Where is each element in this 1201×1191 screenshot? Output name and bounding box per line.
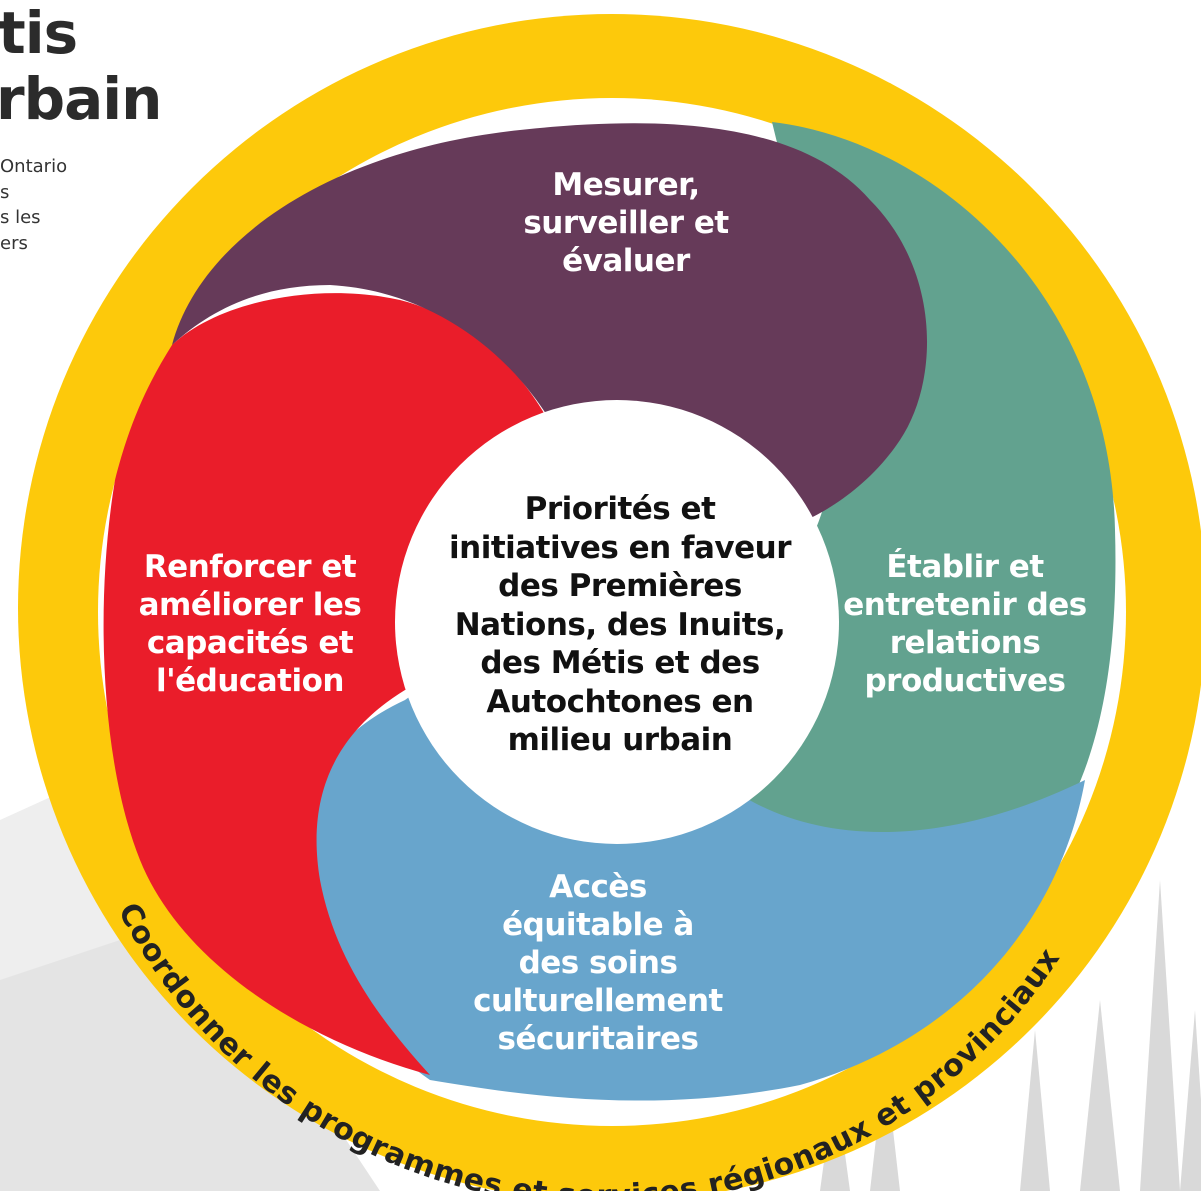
title-line-2: rbain xyxy=(0,65,162,133)
center-line-2: initiatives en faveur xyxy=(449,529,792,566)
segment-measure-line-2: surveiller et xyxy=(523,205,729,241)
segment-measure-line-3: évaluer xyxy=(562,243,690,279)
page-title: tis rbain xyxy=(0,0,162,133)
segment-capacity-label: Renforcer et améliorer les capacités et … xyxy=(110,548,390,700)
intro-text: Ontario s s les ers xyxy=(0,154,67,256)
background-hill-left xyxy=(0,930,380,1191)
center-label: Priorités et initiatives en faveur des P… xyxy=(420,490,820,760)
center-line-1: Priorités et xyxy=(524,491,716,527)
center-line-6: Autochtones en xyxy=(486,683,754,720)
segment-access-line-1: Accès xyxy=(549,869,647,905)
segment-capacity-line-2: améliorer les xyxy=(138,587,362,623)
segment-access-label: Accès équitable à des soins culturelleme… xyxy=(448,868,748,1058)
segment-access-line-4: culturellement xyxy=(473,983,723,1019)
center-line-4: Nations, des Inuits, xyxy=(454,606,786,643)
intro-line-1: Ontario xyxy=(0,156,68,177)
intro-line-4: ers xyxy=(0,232,28,254)
segment-relations-line-2: entretenir des xyxy=(843,587,1087,623)
segment-capacity-line-1: Renforcer et xyxy=(143,549,357,585)
segment-relations-line-1: Établir et xyxy=(886,549,1044,585)
segment-access-line-2: équitable à xyxy=(502,907,694,943)
segment-measure xyxy=(172,123,928,530)
segment-capacity-line-3: capacités et xyxy=(146,625,354,661)
segment-access-line-3: des soins xyxy=(518,945,678,981)
center-line-3: des Premières xyxy=(498,568,742,604)
title-line-1: tis xyxy=(0,0,78,67)
segment-measure-line-1: Mesurer, xyxy=(552,167,700,203)
center-circle xyxy=(395,400,839,844)
center-line-5: des Métis et des xyxy=(480,645,760,681)
segment-capacity-line-4: l'éducation xyxy=(155,663,345,699)
segment-relations-line-4: productives xyxy=(864,663,1066,699)
center-line-7: milieu urbain xyxy=(507,722,733,758)
intro-line-3: s les xyxy=(0,207,41,228)
segment-access-line-5: sécuritaires xyxy=(497,1021,699,1057)
segment-measure-label: Mesurer, surveiller et évaluer xyxy=(476,166,776,280)
segment-relations-label: Établir et entretenir des relations prod… xyxy=(825,548,1105,700)
segment-relations-line-3: relations xyxy=(889,625,1041,661)
intro-line-2: s xyxy=(0,181,10,203)
